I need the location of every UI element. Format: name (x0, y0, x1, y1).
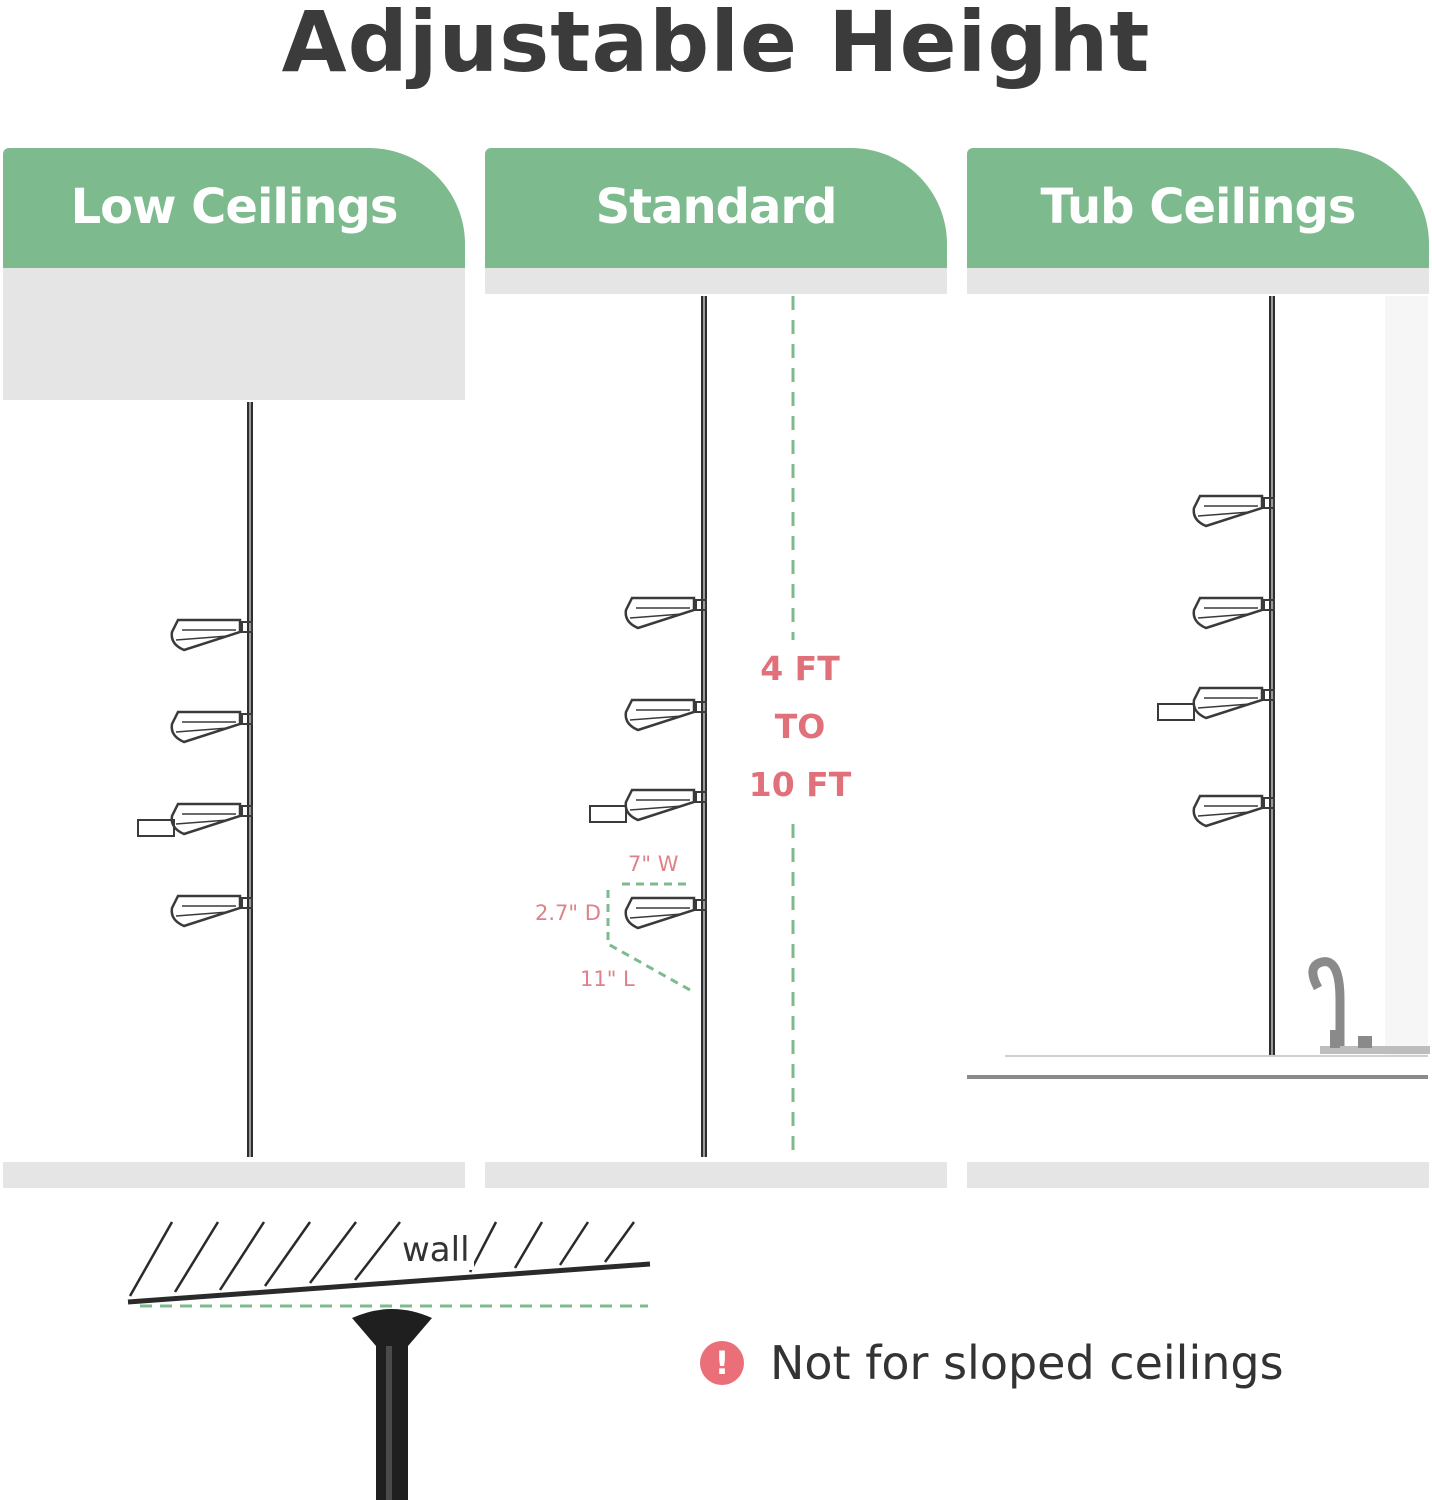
exclamation-icon: ! (700, 1341, 744, 1385)
range-to: TO (774, 707, 826, 746)
ceiling-band (485, 268, 947, 294)
height-range-label: 4 FT TO 10 FT (725, 640, 875, 814)
tab-label: Standard Ceilings (595, 179, 838, 353)
tension-pole-low (137, 402, 254, 1157)
ceiling-band (3, 268, 465, 400)
range-min: 4 FT (760, 649, 840, 688)
page-title: Adjustable Height (281, 0, 1151, 91)
ceiling-band (967, 268, 1429, 294)
floor-band (485, 1162, 947, 1188)
basket-width-label: 7" W (628, 852, 679, 876)
tension-pole-tub (1157, 296, 1276, 1055)
tension-pole-standard (589, 296, 708, 1157)
tab-low-ceilings: Low Ceilings (3, 148, 465, 268)
panel-tub-ceilings: Tub Ceilings (967, 148, 1429, 1188)
bathtub (967, 296, 1430, 1079)
basket-length-label: 11" L (580, 967, 635, 991)
tab-tub-ceilings: Tub Ceilings (967, 148, 1429, 268)
wall-label: wall (398, 1230, 474, 1270)
floor-band (967, 1162, 1429, 1188)
floor-band (3, 1162, 465, 1188)
faucet-icon (1308, 957, 1345, 1048)
sloped-ceiling-diagram (127, 1221, 651, 1500)
sloped-ceiling-warning: ! Not for sloped ceilings (700, 1335, 1284, 1391)
tab-label: Tub Ceilings (1040, 179, 1357, 235)
tab-standard-ceilings: Standard Ceilings (485, 148, 947, 353)
tab-label: Low Ceilings (70, 179, 399, 235)
basket-depth-label: 2.7" D (535, 901, 601, 925)
warning-text: Not for sloped ceilings (770, 1336, 1284, 1390)
panel-low-ceilings: Low Ceilings (3, 148, 465, 1188)
range-max: 10 FT (748, 765, 852, 804)
